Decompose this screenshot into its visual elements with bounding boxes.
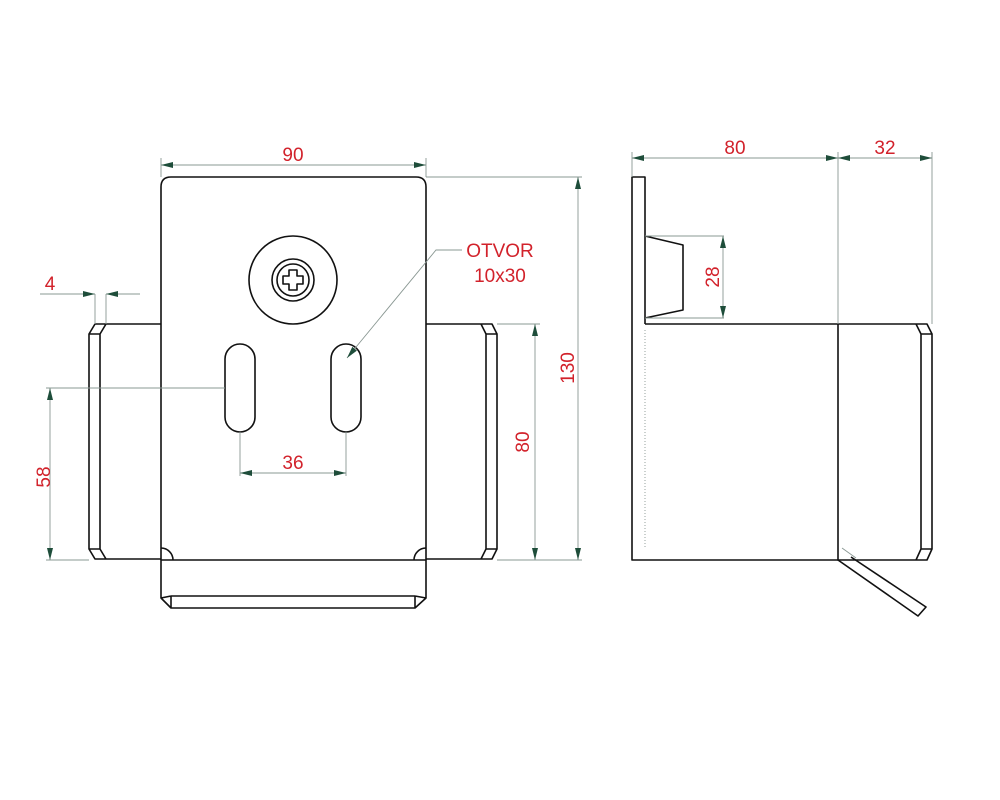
dim-depth-80: 80 xyxy=(724,138,745,159)
dim-width-90: 90 xyxy=(282,145,303,166)
dim-thickness-4: 4 xyxy=(45,274,56,295)
dim-spacing-36: 36 xyxy=(282,453,303,474)
washer xyxy=(248,235,338,325)
bend-relief-right xyxy=(413,547,427,561)
phillips-cross-icon xyxy=(282,269,304,291)
dim-flange-32: 32 xyxy=(874,138,895,159)
dim-height-130: 130 xyxy=(558,352,579,384)
bottom-tab xyxy=(160,559,427,609)
dim-clip-28: 28 xyxy=(703,266,724,287)
bend-relief-left xyxy=(160,547,174,561)
front-view: 90 130 80 58 4 36 OTVOR 10x30 xyxy=(34,145,582,609)
screw-inner xyxy=(276,263,310,297)
back-plate xyxy=(631,176,838,561)
main-plate xyxy=(160,176,427,560)
base xyxy=(645,323,933,561)
dim-slot-58: 58 xyxy=(34,466,55,487)
note-size: 10x30 xyxy=(474,266,526,287)
note-otvor: OTVOR xyxy=(466,241,534,262)
slot-right xyxy=(330,343,362,433)
slot-left xyxy=(224,343,256,433)
dim-wing-80: 80 xyxy=(513,431,534,452)
screw-head xyxy=(271,258,315,302)
clip xyxy=(644,235,684,319)
side-view: 80 32 28 xyxy=(631,138,933,617)
right-wing xyxy=(426,323,498,560)
bent-tab xyxy=(837,556,927,617)
left-wing xyxy=(88,323,161,560)
